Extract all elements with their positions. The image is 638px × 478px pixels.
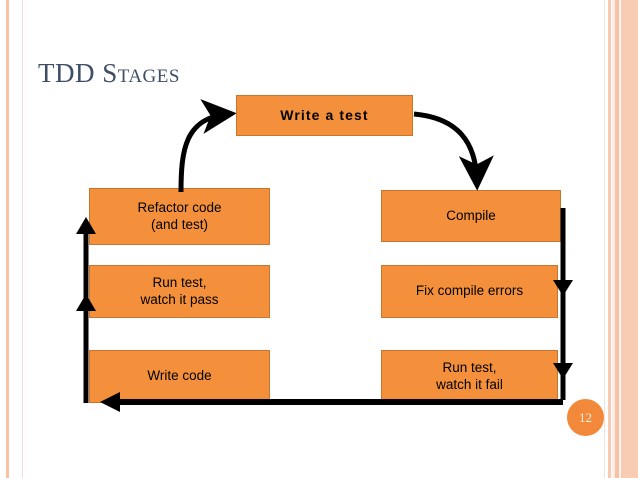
right-border-band-1	[608, 0, 611, 478]
right-border-hairline	[604, 0, 605, 478]
right-border-band-3	[615, 0, 619, 478]
connector-write-a-test-to-compile	[413, 111, 494, 191]
node-refactor-code-label-line1: Refactor code	[137, 199, 222, 215]
node-refactor-code[interactable]: Refactor code (and test)	[89, 188, 270, 245]
node-run-test-watch-pass[interactable]: Run test, watch it pass	[89, 265, 270, 318]
node-compile[interactable]: Compile	[381, 190, 561, 242]
left-border-hairline	[22, 0, 23, 478]
node-fix-compile-errors[interactable]: Fix compile errors	[381, 265, 558, 318]
node-write-a-test[interactable]: Write a test	[236, 95, 413, 136]
node-fix-compile-errors-label: Fix compile errors	[415, 283, 524, 299]
node-run-test-watch-fail-label-line1: Run test,	[442, 359, 497, 375]
right-border-band-5	[621, 0, 638, 478]
node-write-code[interactable]: Write code	[89, 350, 270, 403]
right-border-band-2	[612, 0, 615, 478]
page-number-badge: 12	[567, 399, 604, 436]
node-run-test-watch-pass-label-line1: Run test,	[152, 274, 207, 290]
node-run-test-watch-fail-label-line2: watch it fail	[436, 376, 503, 392]
node-write-a-test-label: Write a test	[280, 106, 369, 123]
node-refactor-code-label-line2: (and test)	[150, 216, 208, 232]
left-border-band	[6, 0, 9, 478]
right-border-band-4	[619, 0, 621, 478]
node-write-code-label: Write code	[147, 368, 212, 384]
connector-refactor-to-write-a-test	[178, 99, 237, 193]
node-run-test-watch-pass-label-line2: watch it pass	[140, 291, 219, 307]
page-title: TDD Stages	[38, 58, 180, 88]
node-run-test-watch-fail[interactable]: Run test, watch it fail	[381, 350, 558, 403]
node-compile-label: Compile	[446, 207, 496, 223]
